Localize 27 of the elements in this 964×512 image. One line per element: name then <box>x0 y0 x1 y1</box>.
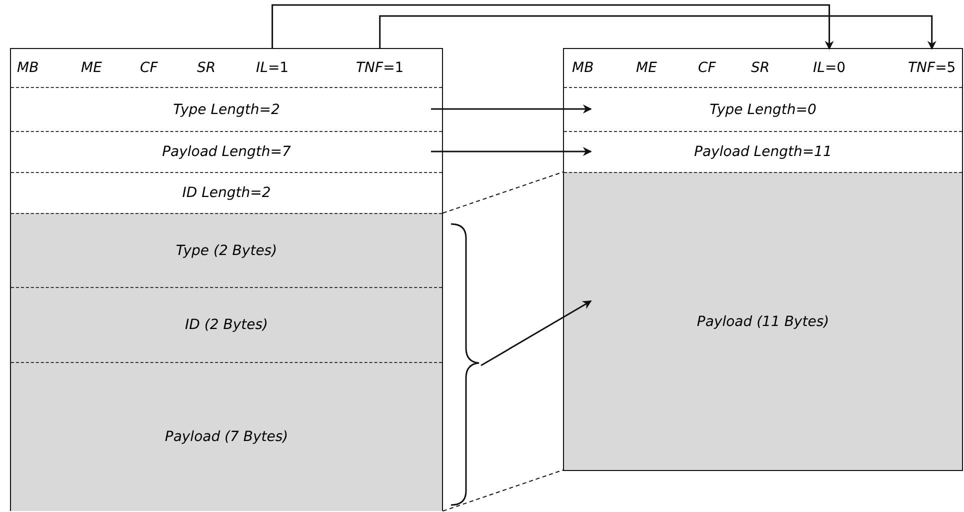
arrow <box>272 4 834 50</box>
header-field: ME <box>636 49 657 87</box>
curly-brace <box>450 222 481 507</box>
arrow <box>431 147 592 156</box>
header-field: IL=1 <box>256 49 289 87</box>
header-field: SR <box>197 49 216 87</box>
header-field: IL=0 <box>813 49 846 87</box>
payload-field: Payload (7 Bytes) <box>11 362 442 511</box>
header-field: SR <box>751 49 770 87</box>
header-field: MB <box>572 49 594 87</box>
payload-field: ID (2 Bytes) <box>11 287 442 362</box>
arrow <box>431 104 592 114</box>
record-frame <box>563 48 963 471</box>
arrow <box>379 15 936 50</box>
header-field: TNF=1 <box>356 49 404 87</box>
payload-field: Payload (11 Bytes) <box>564 172 962 470</box>
arrow <box>480 300 592 366</box>
header-field: CF <box>140 49 158 87</box>
record-frame <box>10 48 443 511</box>
header-field: TNF=5 <box>908 49 956 87</box>
header-field: ME <box>81 49 102 87</box>
header-field: CF <box>698 49 716 87</box>
length-field: Type Length=0 <box>564 87 962 131</box>
length-field: Payload Length=7 <box>11 131 442 172</box>
length-field: Type Length=2 <box>11 87 442 131</box>
header-field: MB <box>17 49 39 87</box>
payload-field: Type (2 Bytes) <box>11 213 442 287</box>
